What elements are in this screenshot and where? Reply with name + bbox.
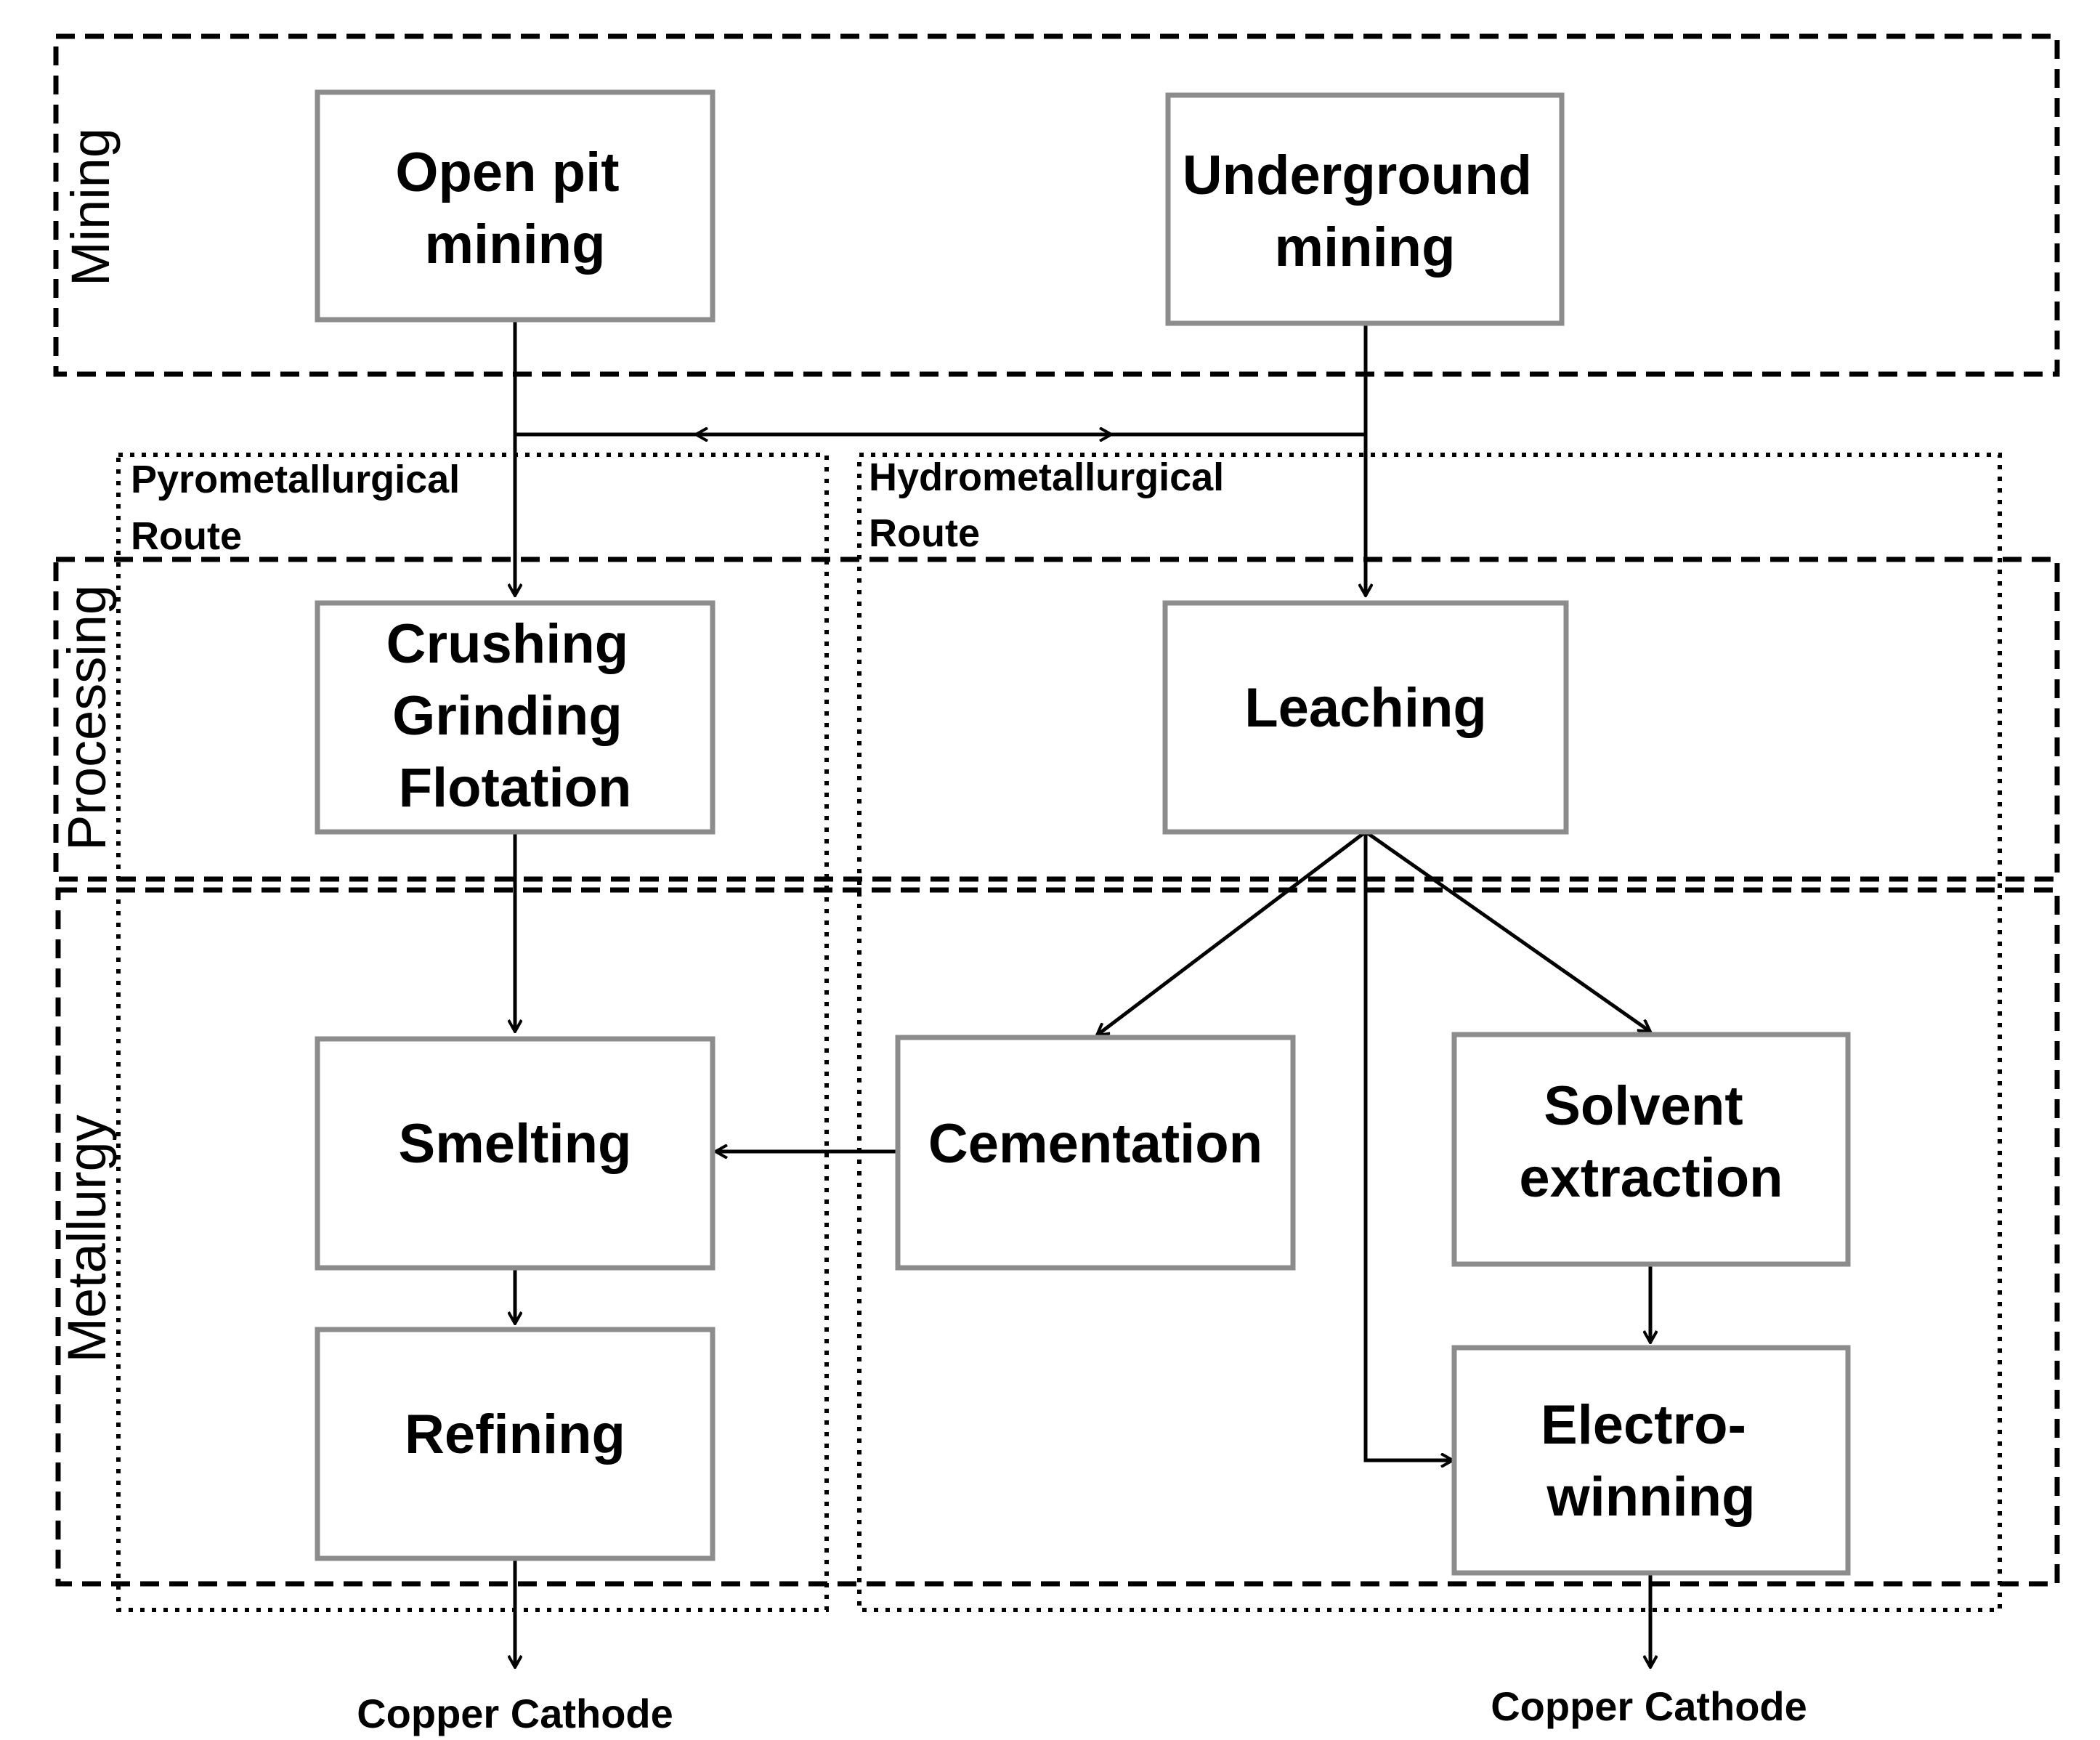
svg-text:Underground mining: Underground mining <box>1183 145 1547 278</box>
svg-text:Smelting: Smelting <box>399 1113 632 1175</box>
cementation-box: Cementation <box>895 1035 1296 1271</box>
svg-text:Solvent extraction: Solvent extraction <box>1519 1075 1783 1209</box>
svg-text:Leaching: Leaching <box>1244 677 1487 739</box>
svg-text:Open pit mining: Open pit mining <box>395 142 634 275</box>
arrow-leaching-to-cementation <box>1097 830 1367 1035</box>
flow-connectors <box>515 320 1650 1667</box>
svg-text:Crushing Grinding: Crushing Grinding Flotation <box>386 613 644 819</box>
solvent-extraction-box: Solvent extraction <box>1451 1032 1851 1267</box>
underground-mining-box: Underground mining <box>1165 92 1565 326</box>
leaching-box: Leaching <box>1162 600 1569 835</box>
arrow-leaching-to-solvent <box>1364 830 1650 1032</box>
processing-stage-frame <box>53 557 2060 882</box>
svg-text:Electro- winning: Electro- winning <box>1541 1394 1762 1528</box>
hydro-copper-cathode-label: Copper Cathode <box>1491 1683 1807 1729</box>
metallurgy-stage-label: Metallurgy <box>57 1114 117 1362</box>
metallurgy-stage-frame <box>55 887 2060 1587</box>
mining-stage-frame <box>53 33 2060 377</box>
processing-stage-label: Processing <box>57 585 117 851</box>
refining-box: Refining <box>315 1327 715 1561</box>
mining-stage-label: Mining <box>60 128 121 286</box>
svg-text:Cementation: Cementation <box>928 1113 1262 1175</box>
electrowinning-box: Electro- winning <box>1451 1345 1851 1576</box>
pyro-copper-cathode-label: Copper Cathode <box>357 1691 673 1736</box>
smelting-box: Smelting <box>315 1036 715 1271</box>
open-pit-mining-box: Open pit mining <box>315 89 715 323</box>
hydrometallurgical-route-label: Hydrometallurgical Route <box>869 456 1235 555</box>
arrow-leaching-to-electrowinning <box>1363 832 1453 1460</box>
hydrometallurgical-route-frame <box>857 453 2002 1612</box>
svg-text:Refining: Refining <box>405 1404 625 1465</box>
pyrometallurgical-route-label: Pyrometallurgical Route <box>131 458 471 558</box>
crushing-grinding-flotation-box: Crushing Grinding Flotation <box>315 600 715 835</box>
